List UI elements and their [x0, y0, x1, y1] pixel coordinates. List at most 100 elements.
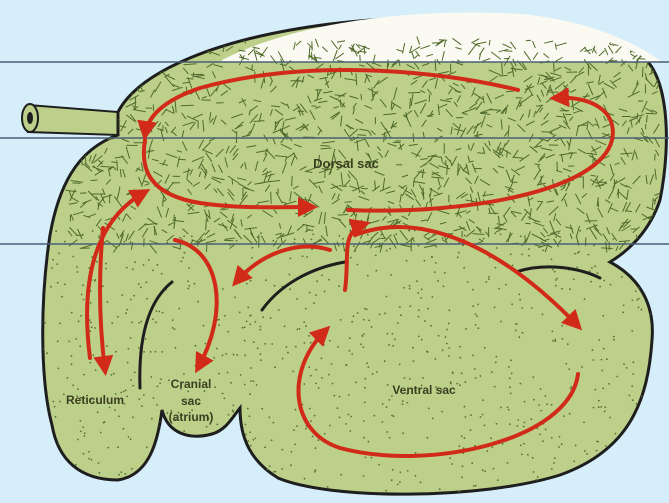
- fiber-strand: [482, 112, 487, 113]
- particle-dot: [603, 348, 605, 350]
- particle-dot: [552, 269, 554, 271]
- particle-dot: [153, 397, 155, 399]
- particle-dot: [342, 238, 344, 240]
- particle-dot: [269, 466, 271, 468]
- particle-dot: [375, 255, 377, 257]
- fiber-strand: [100, 166, 112, 167]
- particle-dot: [152, 270, 154, 272]
- particle-dot: [323, 344, 325, 346]
- particle-dot: [597, 272, 599, 274]
- particle-dot: [402, 403, 404, 405]
- particle-dot: [598, 339, 600, 341]
- particle-dot: [357, 312, 359, 314]
- label-cranial-sac-line2: sac: [181, 394, 201, 408]
- particle-dot: [46, 352, 48, 354]
- particle-dot: [295, 409, 297, 411]
- particle-dot: [318, 439, 320, 441]
- particle-dot: [409, 305, 411, 307]
- particle-dot: [162, 312, 164, 314]
- particle-dot: [407, 470, 409, 472]
- particle-dot: [157, 264, 159, 266]
- fiber-strand: [381, 238, 386, 239]
- particle-dot: [315, 469, 317, 471]
- fiber-strand: [206, 244, 207, 253]
- particle-dot: [520, 445, 522, 447]
- particle-dot: [125, 312, 127, 314]
- particle-dot: [50, 286, 52, 288]
- particle-dot: [345, 364, 347, 366]
- particle-dot: [591, 267, 593, 269]
- particle-dot: [183, 235, 185, 237]
- particle-dot: [538, 404, 540, 406]
- particle-dot: [77, 439, 79, 441]
- fiber-strand: [271, 192, 272, 204]
- particle-dot: [81, 294, 83, 296]
- particle-dot: [511, 372, 513, 374]
- particle-dot: [409, 378, 411, 380]
- particle-dot: [299, 328, 301, 330]
- particle-dot: [464, 416, 466, 418]
- particle-dot: [151, 418, 153, 420]
- particle-dot: [242, 327, 244, 329]
- particle-dot: [400, 314, 402, 316]
- fiber-strand: [408, 92, 420, 93]
- particle-dot: [448, 323, 450, 325]
- particle-dot: [491, 446, 493, 448]
- particle-dot: [438, 335, 440, 337]
- particle-dot: [593, 407, 595, 409]
- particle-dot: [446, 343, 448, 345]
- particle-dot: [314, 415, 316, 417]
- particle-dot: [79, 345, 81, 347]
- particle-dot: [83, 374, 85, 376]
- particle-dot: [569, 413, 571, 415]
- particle-dot: [321, 377, 323, 379]
- particle-dot: [484, 470, 486, 472]
- particle-dot: [406, 260, 408, 262]
- particle-dot: [404, 377, 406, 379]
- particle-dot: [573, 460, 575, 462]
- particle-dot: [395, 233, 397, 235]
- particle-dot: [594, 265, 596, 267]
- particle-dot: [389, 437, 391, 439]
- particle-dot: [80, 420, 82, 422]
- particle-dot: [516, 323, 518, 325]
- fiber-strand: [361, 94, 362, 100]
- particle-dot: [232, 411, 234, 413]
- particle-dot: [250, 445, 252, 447]
- particle-dot: [245, 424, 247, 426]
- particle-dot: [90, 302, 92, 304]
- particle-dot: [161, 351, 163, 353]
- particle-dot: [638, 306, 640, 308]
- particle-dot: [96, 261, 98, 263]
- particle-dot: [156, 310, 158, 312]
- particle-dot: [524, 401, 526, 403]
- particle-dot: [67, 377, 69, 379]
- fiber-strand: [646, 113, 657, 114]
- particle-dot: [58, 253, 60, 255]
- particle-dot: [427, 437, 429, 439]
- particle-dot: [439, 488, 441, 490]
- particle-dot: [349, 350, 351, 352]
- particle-dot: [464, 406, 466, 408]
- particle-dot: [421, 339, 423, 341]
- particle-dot: [353, 245, 355, 247]
- particle-dot: [551, 437, 553, 439]
- particle-dot: [598, 400, 600, 402]
- particle-dot: [482, 469, 484, 471]
- particle-dot: [559, 436, 561, 438]
- particle-dot: [521, 307, 523, 309]
- fiber-strand: [429, 94, 430, 102]
- particle-dot: [484, 425, 486, 427]
- particle-dot: [471, 462, 473, 464]
- particle-dot: [80, 315, 82, 317]
- particle-dot: [124, 241, 126, 243]
- particle-dot: [159, 383, 161, 385]
- particle-dot: [569, 288, 571, 290]
- particle-dot: [495, 267, 497, 269]
- particle-dot: [494, 386, 496, 388]
- particle-dot: [78, 320, 80, 322]
- fiber-strand: [312, 52, 313, 60]
- particle-dot: [638, 287, 640, 289]
- particle-dot: [214, 386, 216, 388]
- particle-dot: [588, 254, 590, 256]
